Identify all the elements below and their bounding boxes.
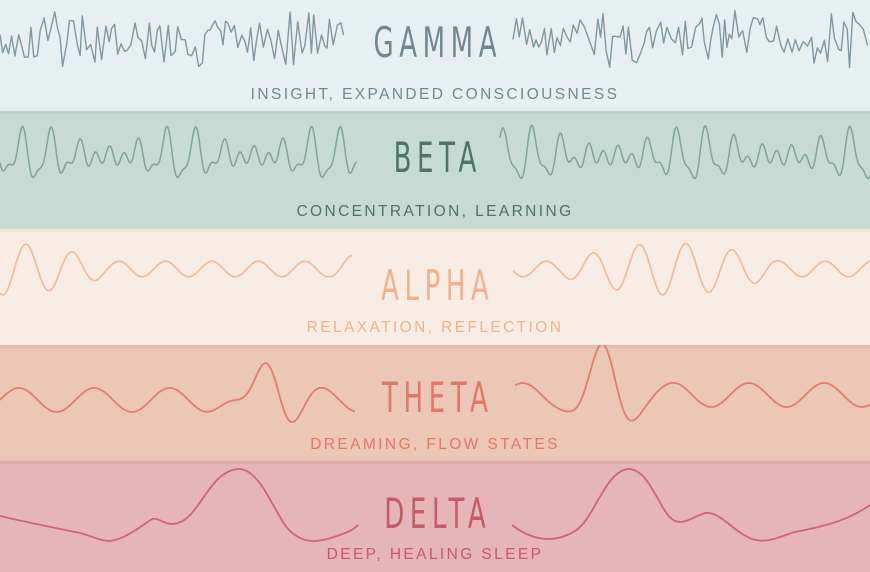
band-gamma: GAMMA INSIGHT, EXPANDED CONSCIOUSNESS <box>0 0 870 111</box>
band-divider <box>0 345 870 348</box>
gamma-wave <box>0 9 869 69</box>
band-subtitle: DREAMING, FLOW STATES <box>310 436 560 453</box>
delta-wave <box>0 468 870 542</box>
band-subtitle: RELAXATION, REFLECTION <box>306 319 564 336</box>
band-beta: BETA CONCENTRATION, LEARNING <box>0 111 870 229</box>
band-divider <box>0 111 870 114</box>
band-subtitle: INSIGHT, EXPANDED CONSCIOUSNESS <box>250 86 620 103</box>
band-subtitle: DEEP, HEALING SLEEP <box>326 546 544 563</box>
band-title: BETA <box>393 133 482 182</box>
band-alpha: ALPHA RELAXATION, REFLECTION <box>0 229 870 345</box>
beta-wave <box>0 124 870 180</box>
band-title: ALPHA <box>381 261 495 310</box>
alpha-wave <box>0 242 870 296</box>
band-divider <box>0 229 870 232</box>
theta-wave <box>0 345 870 424</box>
band-theta: THETA DREAMING, FLOW STATES <box>0 345 870 461</box>
band-title: DELTA <box>384 489 492 538</box>
band-delta: DELTA DEEP, HEALING SLEEP <box>0 461 870 572</box>
band-title: THETA <box>382 373 494 422</box>
band-title: GAMMA <box>373 18 503 67</box>
band-divider <box>0 461 870 464</box>
band-subtitle: CONCENTRATION, LEARNING <box>296 203 574 220</box>
